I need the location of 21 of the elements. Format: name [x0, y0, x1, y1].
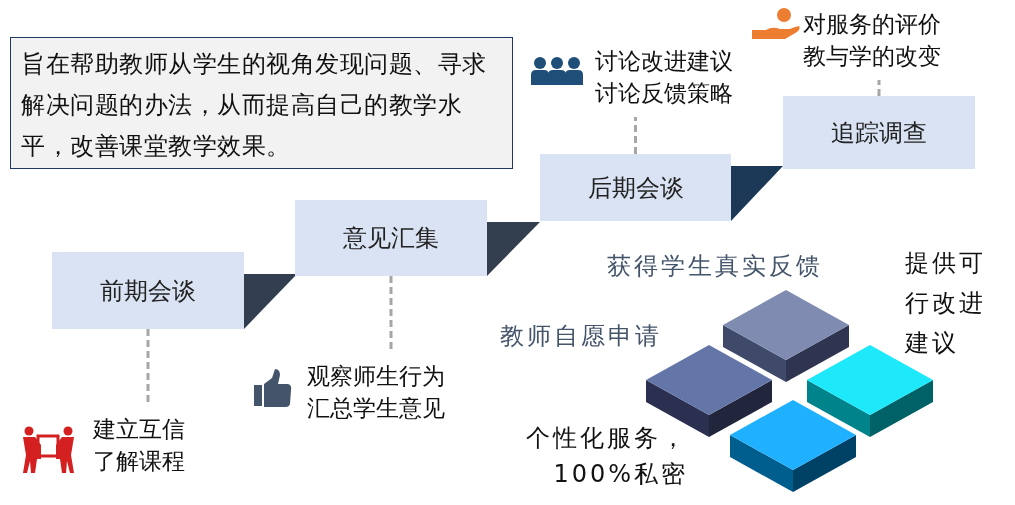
- leader-line: [634, 117, 637, 154]
- feature-label: 提供可行改进建议: [905, 248, 987, 359]
- description-text: 汇总学生意见: [307, 394, 446, 423]
- description-text: 讨论改进建议: [595, 47, 734, 76]
- leader-line: [146, 329, 150, 405]
- description-text: 了解课程: [93, 447, 186, 476]
- description-text: 观察师生行为: [307, 362, 446, 391]
- description-text: 建立互信: [93, 415, 186, 444]
- description-text: 教与学的改变: [803, 42, 942, 71]
- step-box: 前期会谈: [52, 252, 244, 329]
- description-text: 对服务的评价: [803, 10, 942, 39]
- step-box: 意见汇集: [295, 200, 487, 276]
- feature-label: 个性化服务，100%私密: [525, 423, 688, 490]
- feature-label: 获得学生真实反馈: [607, 251, 823, 282]
- leader-line: [877, 80, 881, 96]
- description-text: 讨论反馈策略: [595, 79, 734, 108]
- step-box: 追踪调查: [783, 96, 975, 169]
- step-box: 后期会谈: [540, 154, 731, 221]
- note-box: 旨在帮助教师从学生的视角发现问题、寻求解决问题的办法，从而提高自己的教学水平，改善课堂教学效果。: [10, 37, 513, 169]
- leader-line: [389, 276, 393, 352]
- feature-label: 教师自愿申请: [500, 321, 662, 352]
